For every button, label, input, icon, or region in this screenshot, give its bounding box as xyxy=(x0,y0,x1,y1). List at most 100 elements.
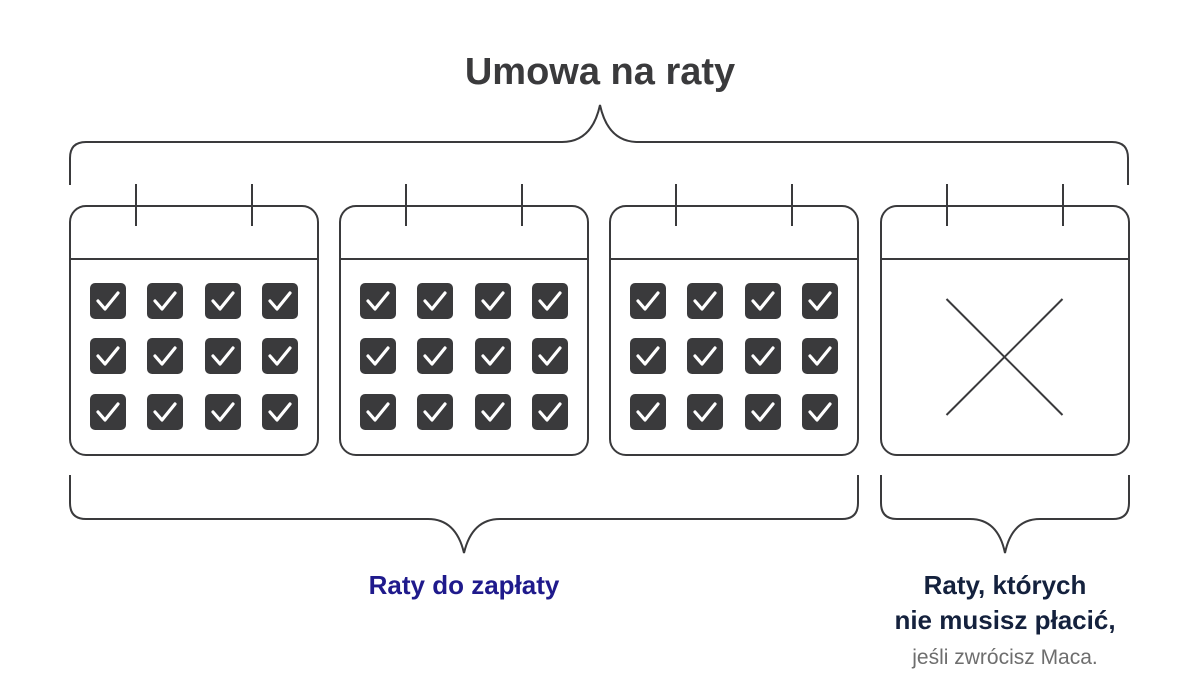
check-mark-icon xyxy=(153,346,177,366)
check-mark-icon xyxy=(538,291,562,311)
checkbox-checked-icon xyxy=(417,338,453,374)
checkbox-box xyxy=(745,338,781,374)
checkbox-box xyxy=(360,394,396,430)
checkbox-checked-icon xyxy=(90,394,126,430)
free-brace xyxy=(880,475,1130,554)
checkbox-box xyxy=(147,394,183,430)
checkbox-checked-icon xyxy=(360,394,396,430)
checkbox-box xyxy=(262,394,298,430)
checkbox-checked-icon xyxy=(262,338,298,374)
check-mark-icon xyxy=(751,291,775,311)
checkbox-box xyxy=(475,394,511,430)
checkbox-box xyxy=(802,283,838,319)
checkbox-checked-icon xyxy=(360,283,396,319)
checkbox-box xyxy=(802,394,838,430)
check-mark-icon xyxy=(636,346,660,366)
checkbox-checked-icon xyxy=(802,338,838,374)
checkbox-checked-icon xyxy=(475,283,511,319)
check-mark-icon xyxy=(636,402,660,422)
cross-icon-stroke-2 xyxy=(945,298,1064,416)
calendar-frame xyxy=(69,205,319,456)
calendar-frame xyxy=(339,205,589,456)
checkbox-checked-icon xyxy=(802,394,838,430)
checkbox-box xyxy=(417,394,453,430)
free-installments-note: jeśli zwrócisz Maca. xyxy=(911,646,1098,669)
checkbox-box xyxy=(147,283,183,319)
check-mark-icon xyxy=(808,346,832,366)
calendar-frame xyxy=(609,205,859,456)
checkbox-checked-icon xyxy=(205,394,241,430)
check-mark-icon xyxy=(481,346,505,366)
checkbox-box xyxy=(630,338,666,374)
check-mark-icon xyxy=(268,291,292,311)
checkbox-box xyxy=(360,283,396,319)
checkbox-checked-icon xyxy=(687,283,723,319)
check-mark-icon xyxy=(693,402,717,422)
top-brace xyxy=(69,104,1129,185)
checkbox-checked-icon xyxy=(630,394,666,430)
checkbox-checked-icon xyxy=(360,338,396,374)
checkbox-checked-icon xyxy=(147,283,183,319)
checkbox-checked-icon xyxy=(147,338,183,374)
calendar-1 xyxy=(69,184,319,456)
free-installments-label-line2: nie musisz płacić, xyxy=(894,605,1115,635)
check-mark-icon xyxy=(96,346,120,366)
check-mark-icon xyxy=(211,291,235,311)
check-mark-icon xyxy=(538,402,562,422)
checkbox-box xyxy=(205,394,241,430)
checkbox-box xyxy=(90,338,126,374)
checkbox-box xyxy=(687,338,723,374)
calendar-frame xyxy=(880,205,1130,456)
checkbox-box xyxy=(475,338,511,374)
check-mark-icon xyxy=(481,402,505,422)
checkbox-box xyxy=(205,338,241,374)
check-mark-icon xyxy=(693,291,717,311)
checkbox-box xyxy=(687,394,723,430)
check-mark-icon xyxy=(423,291,447,311)
checkbox-box xyxy=(802,338,838,374)
checkbox-box xyxy=(745,283,781,319)
checkbox-checked-icon xyxy=(90,338,126,374)
checkbox-checked-icon xyxy=(205,283,241,319)
checkbox-checked-icon xyxy=(802,283,838,319)
checkbox-checked-icon xyxy=(475,338,511,374)
check-mark-icon xyxy=(96,402,120,422)
check-mark-icon xyxy=(153,291,177,311)
free-installments-label-line1: Raty, których xyxy=(924,570,1087,600)
checkbox-checked-icon xyxy=(262,394,298,430)
check-mark-icon xyxy=(268,402,292,422)
checkbox-box xyxy=(147,338,183,374)
checkbox-checked-icon xyxy=(532,283,568,319)
calendars xyxy=(69,184,1130,456)
checkbox-checked-icon xyxy=(90,283,126,319)
checkbox-checked-icon xyxy=(745,338,781,374)
checkbox-box xyxy=(205,283,241,319)
check-mark-icon xyxy=(693,346,717,366)
checkbox-box xyxy=(532,394,568,430)
check-mark-icon xyxy=(268,346,292,366)
check-mark-icon xyxy=(751,346,775,366)
checkbox-box xyxy=(687,283,723,319)
checkbox-checked-icon xyxy=(532,338,568,374)
checkbox-box xyxy=(417,338,453,374)
checkbox-checked-icon xyxy=(205,338,241,374)
checkbox-box xyxy=(417,283,453,319)
calendar-3 xyxy=(609,184,859,456)
checkbox-checked-icon xyxy=(630,338,666,374)
check-mark-icon xyxy=(808,291,832,311)
check-mark-icon xyxy=(808,402,832,422)
checkbox-box xyxy=(532,338,568,374)
checkbox-box xyxy=(475,283,511,319)
checkbox-box xyxy=(745,394,781,430)
checkbox-box xyxy=(360,338,396,374)
checkbox-checked-icon xyxy=(417,394,453,430)
checkbox-box xyxy=(532,283,568,319)
checkbox-box xyxy=(630,394,666,430)
checkbox-box xyxy=(262,338,298,374)
checkbox-checked-icon xyxy=(147,394,183,430)
checkbox-checked-icon xyxy=(532,394,568,430)
checkbox-checked-icon xyxy=(630,283,666,319)
checkbox-box xyxy=(262,283,298,319)
calendar-4 xyxy=(880,184,1130,456)
